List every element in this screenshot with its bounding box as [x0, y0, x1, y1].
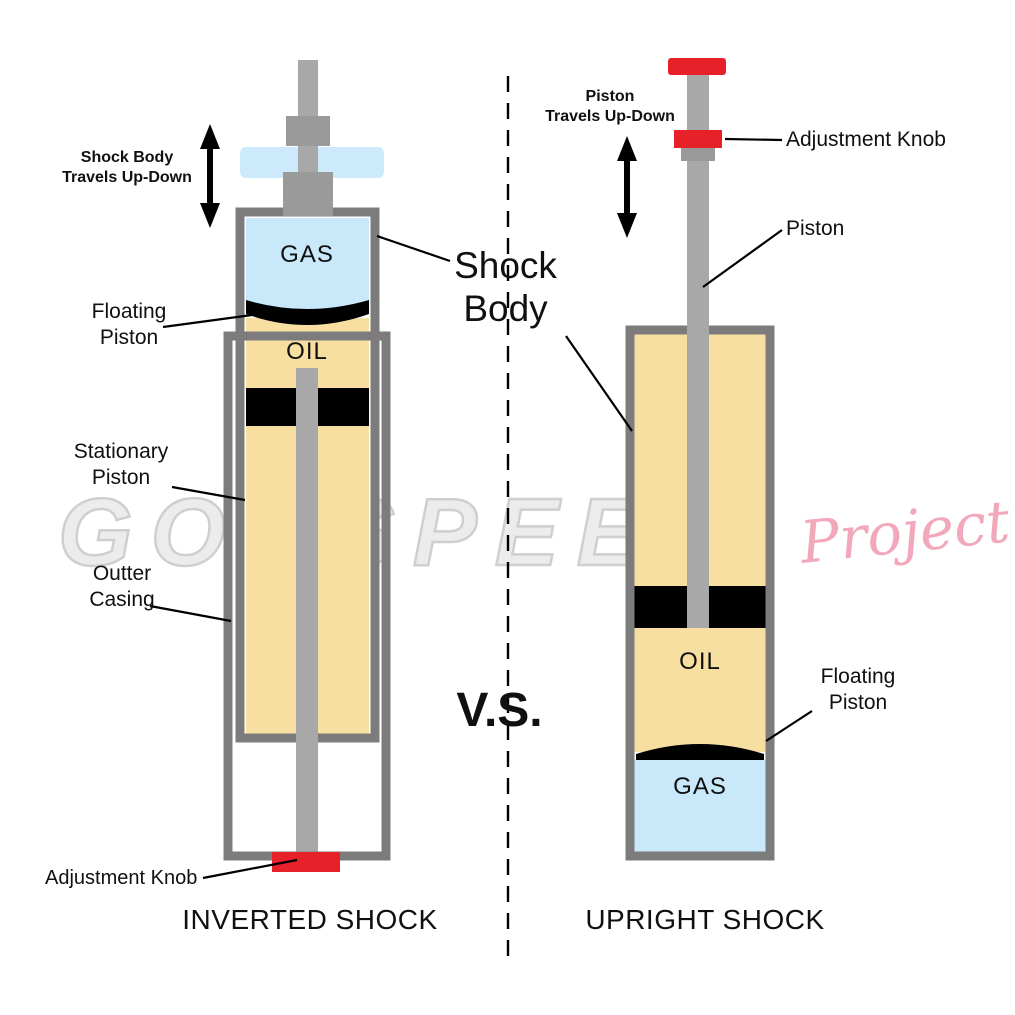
upright-gas-label: GAS — [673, 773, 727, 800]
shock-body-line2: Body — [463, 287, 548, 329]
inverted-shock-title: INVERTED SHOCK — [182, 904, 438, 935]
arrow-down-icon — [200, 203, 220, 228]
godspeed-watermark: GODSPEED — [57, 478, 747, 588]
leader-outer-casing — [149, 604, 232, 623]
upright-travel-line1: Piston — [585, 88, 635, 105]
inverted-adjustment-knob-label: Adjustment Knob — [45, 867, 198, 889]
stationary-piston-label: Stationary Piston — [60, 439, 182, 492]
inverted-shaft-collar-lower — [283, 172, 333, 216]
leader-adjustment-knob-right — [724, 137, 783, 142]
floating-piston-line2: Piston — [828, 691, 888, 715]
vs-label: V.S. — [456, 684, 543, 737]
leader-shock-body-right — [565, 335, 633, 432]
outer-casing-label: Outter Casing — [66, 561, 178, 614]
inverted-gas-chamber — [246, 218, 369, 310]
upright-piston-label: Piston — [786, 217, 845, 240]
floating-piston-line2: Piston — [99, 326, 159, 350]
upright-floating-piston — [636, 744, 764, 762]
inverted-shock-graphic — [223, 60, 391, 872]
leader-floating-piston-left — [162, 313, 253, 329]
leader-piston-right — [702, 229, 783, 288]
inverted-travel-label: Shock Body Travels Up-Down — [52, 148, 202, 188]
upright-piston-rod — [687, 75, 709, 628]
leader-floating-piston-right — [765, 710, 813, 742]
inverted-travel-arrow — [200, 124, 220, 228]
arrow-up-icon — [617, 136, 637, 161]
upright-adjustment-knob — [674, 130, 722, 148]
inverted-floating-piston-label: Floating Piston — [70, 299, 188, 352]
upright-travel-label: Piston Travels Up-Down — [545, 87, 675, 127]
leader-lines — [149, 137, 813, 880]
upright-floating-piston-label: Floating Piston — [798, 664, 918, 717]
upright-gas-chamber — [634, 760, 766, 852]
stationary-piston-line1: Stationary — [73, 440, 169, 463]
upright-shock-graphic — [625, 58, 775, 861]
shock-body-label: Shock Body — [433, 245, 578, 330]
upright-shock-title: UPRIGHT SHOCK — [585, 904, 825, 935]
arrow-down-icon — [617, 213, 637, 238]
inverted-travel-line2: Travels Up-Down — [62, 169, 192, 186]
inverted-shaft-collar-upper — [286, 116, 330, 146]
upright-top-knob — [668, 58, 726, 75]
upright-travel-line2: Travels Up-Down — [545, 108, 675, 125]
outer-casing-line2: Casing — [89, 588, 155, 612]
upright-oil-label: OIL — [679, 648, 721, 675]
upright-rod-collar — [681, 148, 715, 161]
inverted-travel-line1: Shock Body — [80, 149, 174, 166]
upright-adjustment-knob-label: Adjustment Knob — [786, 128, 946, 151]
inverted-floating-piston — [246, 300, 369, 325]
floating-piston-line1: Floating — [91, 300, 167, 323]
stationary-piston-line2: Piston — [91, 466, 151, 490]
inverted-adjustment-knob — [272, 852, 340, 872]
shock-body-line1: Shock — [454, 245, 557, 286]
leader-stationary-piston — [171, 485, 246, 502]
outer-casing-line1: Outter — [92, 562, 152, 585]
inverted-oil-label: OIL — [286, 338, 328, 365]
arrow-up-icon — [200, 124, 220, 149]
inverted-piston-rod — [296, 368, 318, 858]
upright-travel-arrow — [617, 136, 637, 238]
leader-adjustment-knob-left — [202, 858, 298, 880]
floating-piston-line1: Floating — [820, 665, 896, 688]
leader-shock-body-left — [376, 234, 451, 263]
inverted-gas-label: GAS — [280, 241, 334, 268]
